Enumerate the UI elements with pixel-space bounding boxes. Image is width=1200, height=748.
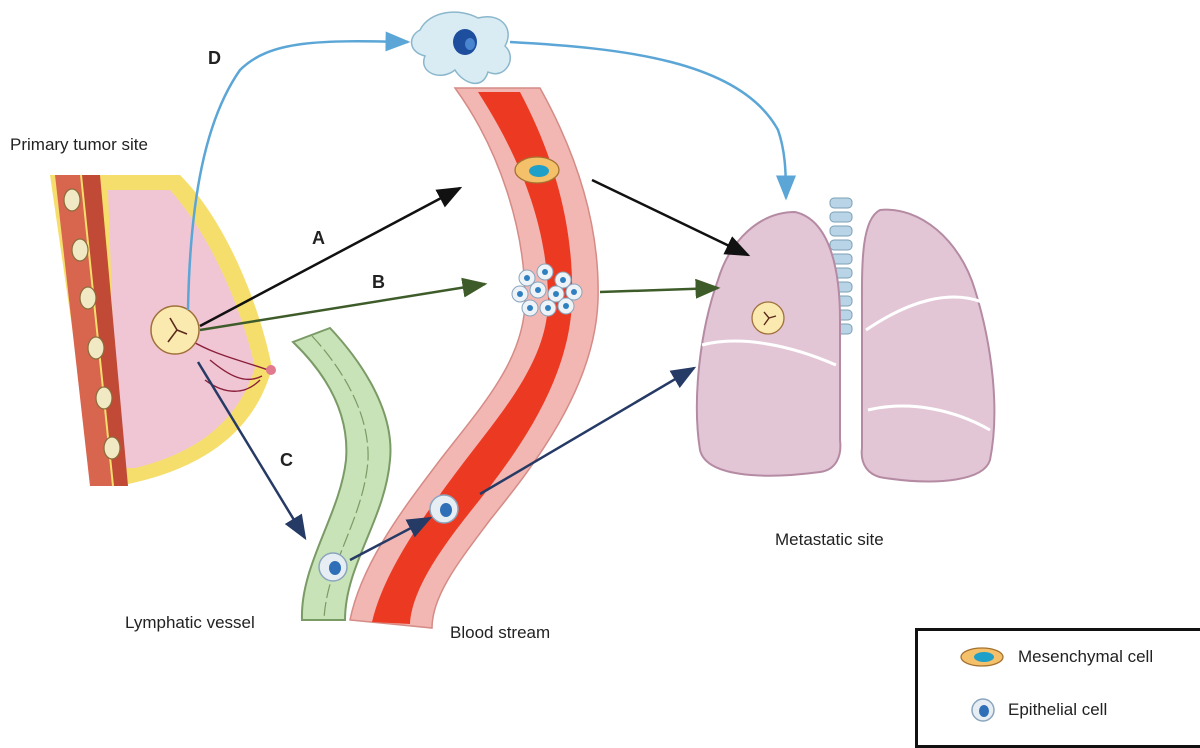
legend: Mesenchymal cell Epithelial cell	[915, 628, 1200, 748]
epithelial-cell-in-lymph	[319, 553, 347, 581]
metastatic-tumor	[752, 302, 784, 334]
lungs-illustration	[697, 198, 994, 481]
legend-item-epithelial: Epithelial cell	[970, 697, 1107, 723]
legend-item-mesenchymal: Mesenchymal cell	[958, 645, 1153, 669]
primary-tumor	[151, 306, 199, 354]
legend-label-mesenchymal: Mesenchymal cell	[1018, 647, 1153, 667]
primary-site-label: Primary tumor site	[10, 135, 148, 154]
immune-cell	[412, 12, 511, 83]
route-b-arrow-to-lungs	[600, 288, 718, 292]
route-label-a: A	[312, 228, 325, 248]
lymphatic-vessel-label: Lymphatic vessel	[125, 613, 255, 632]
route-label-d: D	[208, 48, 221, 68]
metastasis-diagram: Primary tumor site Lymphatic vessel Bloo…	[0, 0, 1200, 732]
mesenchymal-cell-in-blood	[515, 157, 559, 183]
right-lung	[862, 210, 995, 482]
epithelial-cell-in-blood	[430, 495, 458, 523]
mesenchymal-cell-icon	[958, 645, 1006, 669]
route-label-b: B	[372, 272, 385, 292]
route-label-c: C	[280, 450, 293, 470]
legend-label-epithelial: Epithelial cell	[1008, 700, 1107, 720]
metastatic-site-label: Metastatic site	[775, 530, 884, 549]
epithelial-cell-icon	[970, 697, 996, 723]
blood-stream-label: Blood stream	[450, 623, 550, 642]
route-a-arrow-to-lungs	[592, 180, 748, 255]
blood-vessel	[350, 88, 598, 628]
breast-illustration	[50, 175, 276, 486]
route-a-arrow	[200, 188, 460, 326]
